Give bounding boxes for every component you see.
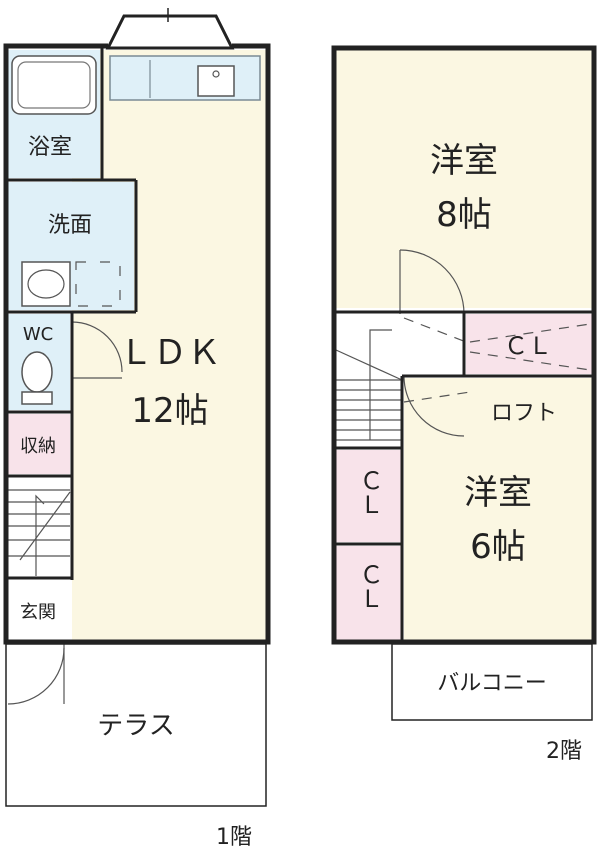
ldk-floor [72,50,266,640]
kitchen-counter [109,55,261,101]
washroom-label: 洗面 [48,213,92,238]
room1-floor [336,50,592,308]
bath-label: 浴室 [28,135,72,160]
storage-label: 収納 [20,436,56,457]
washbasin-icon [21,261,71,307]
floor-2: 洋室 8帖 ＣＬ ロフト 洋室 6帖 ＣＬ ＣＬ バルコニー 2階 [331,45,597,764]
ldk-name-label: ＬＤＫ [119,333,221,373]
closet-left1-floor [336,450,402,542]
closet-top-label: ＣＬ [504,332,552,360]
sink-icon [197,65,235,97]
ldk-door-arc [71,321,123,373]
floor2-walls [331,45,597,721]
room1-size-label: 8帖 [436,195,492,235]
bathtub-icon [11,55,97,115]
room2-size-label: 6帖 [470,527,526,567]
floor2-caption: 2階 [546,739,582,764]
closet-left2-label: ＣＬ [355,562,383,610]
stairs-floor2 [335,329,403,441]
room2-door-arc [403,375,465,437]
bay-window [105,14,235,50]
closet-left1-label: ＣＬ [355,468,383,516]
toilet-icon [21,351,53,393]
wc-label: WC [23,324,53,345]
floor-1: 浴室 洗面 WC ＬＤＫ 12帖 収納 玄関 テラス 1階 [3,8,271,850]
loft-outline [403,317,591,403]
loft-label: ロフト [491,401,557,426]
floor1-walls [3,43,271,807]
stairs-floor1 [8,478,71,576]
faucet-icon [212,70,220,78]
floor1-caption: 1階 [216,825,252,850]
balcony-outline [391,643,593,721]
ldk-size-label: 12帖 [131,391,208,431]
terrace-label: テラス [97,711,174,741]
storage-floor [8,414,70,474]
washer-space-icon [75,261,121,307]
room2-floor [404,378,592,640]
closet-left2-floor [336,546,402,640]
room1-name-label: 洋室 [430,141,498,181]
entrance-door-arc [7,647,65,705]
closet-top-floor [466,314,592,374]
entrance-floor [8,580,70,640]
room1-door-arc [399,249,465,315]
room2-name-label: 洋室 [464,473,532,513]
balcony-label: バルコニー [437,671,547,696]
entrance-label: 玄関 [20,602,56,623]
